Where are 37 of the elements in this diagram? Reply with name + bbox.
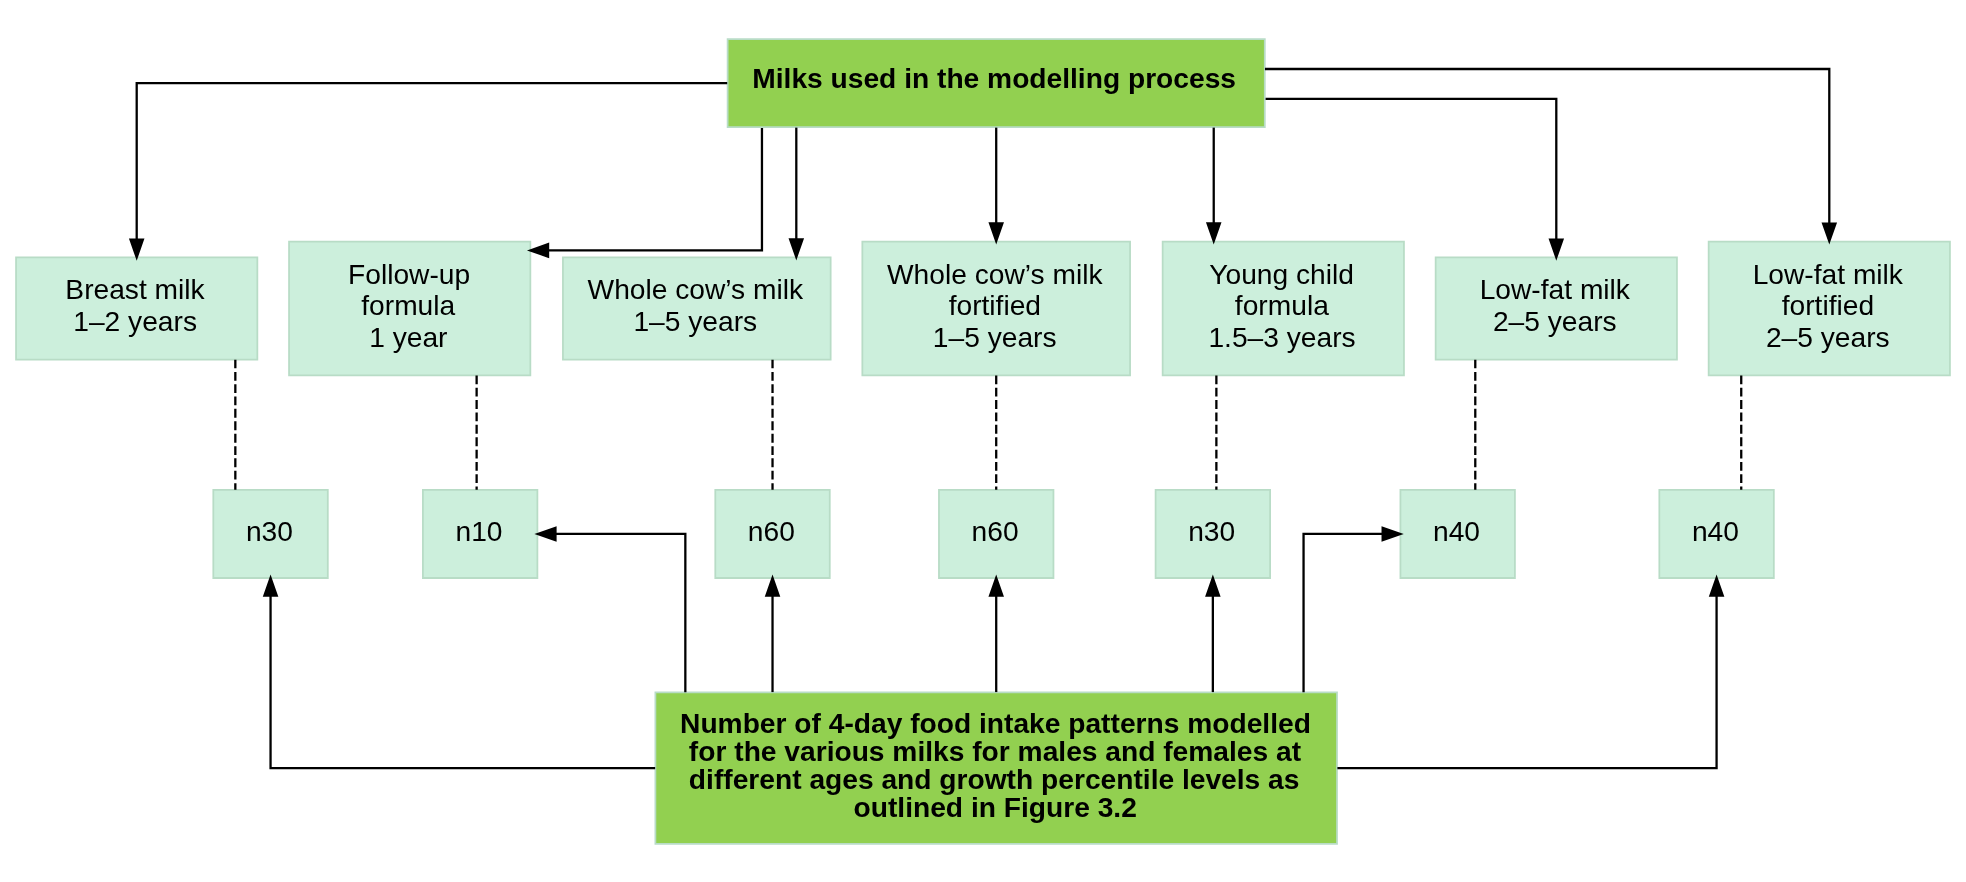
- connector: [234, 359, 237, 490]
- node-box: n30: [212, 488, 329, 579]
- arrow: [1265, 97, 1565, 261]
- arrow: [1302, 525, 1404, 692]
- arrow: [788, 127, 805, 260]
- arrow: [1337, 574, 1725, 769]
- arrow: [534, 525, 687, 692]
- node-box: Low-fat milk fortified 2–5 years: [1707, 240, 1951, 376]
- arrow: [1205, 574, 1221, 692]
- node-box: Breast milk 1–2 years: [15, 256, 259, 360]
- node-box: n60: [938, 488, 1055, 579]
- connector: [1474, 359, 1477, 490]
- node-box: Whole cow’s milk 1–5 years: [562, 256, 832, 360]
- arrow: [764, 574, 781, 692]
- node-box: n60: [714, 488, 831, 579]
- node-box: n10: [422, 488, 539, 579]
- node-box: Milks used in the modelling process: [726, 37, 1266, 128]
- connector: [1740, 375, 1743, 490]
- node-box: n40: [1399, 488, 1516, 579]
- connector: [475, 375, 478, 490]
- connector: [1215, 375, 1218, 490]
- node-box: Whole cow’s milk fortified 1–5 years: [861, 240, 1131, 376]
- connector: [995, 375, 998, 490]
- node-box: n30: [1154, 488, 1271, 579]
- node-box: Follow-up formula 1 year: [288, 240, 532, 376]
- node-box: Young child formula 1.5–3 years: [1161, 240, 1405, 376]
- node-box: Low-fat milk 2–5 years: [1434, 256, 1678, 360]
- arrow: [1205, 127, 1222, 244]
- arrow: [988, 127, 1004, 244]
- arrow: [128, 81, 728, 261]
- arrow: [1264, 67, 1838, 245]
- arrow: [262, 574, 656, 769]
- arrow: [988, 574, 1004, 692]
- connector: [771, 359, 774, 490]
- arrow: [526, 127, 764, 258]
- node-box: Number of 4-day food intake patterns modelled for the various milks for males and females at different ages and growth percentile levels as outlined in Figure 3.2: [654, 691, 1338, 845]
- node-box: n40: [1658, 488, 1775, 579]
